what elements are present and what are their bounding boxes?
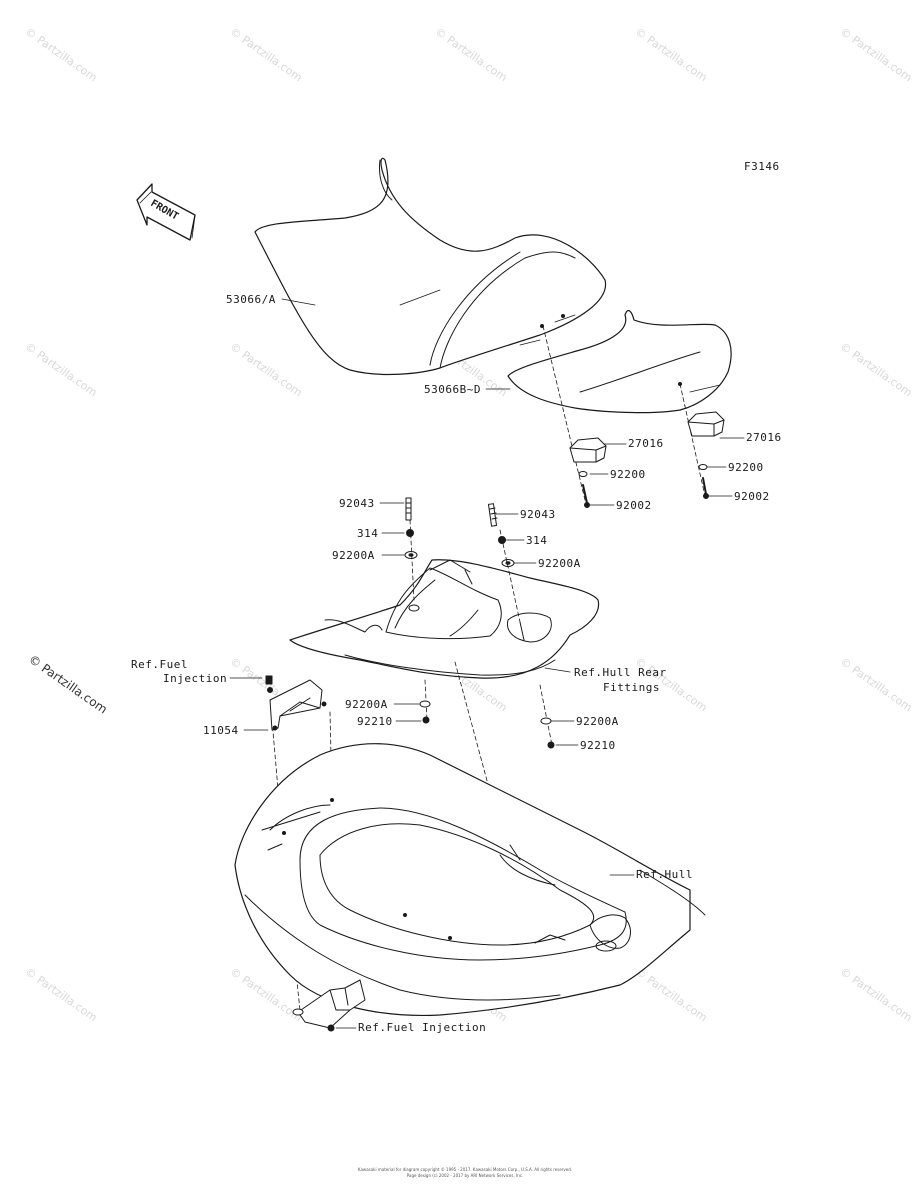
nut-314-left: [406, 529, 414, 537]
hull: [234, 743, 706, 1017]
label-92002-right: 92002: [734, 490, 770, 503]
bolt-ref-fuel: [265, 675, 273, 693]
label-92200a-left: 92200A: [332, 549, 375, 562]
washer-92200a-left: [404, 551, 418, 559]
label-92200a-right: 92200A: [538, 557, 581, 570]
seat-assembly-lines: [542, 325, 706, 501]
label-11054: 11054: [203, 724, 239, 737]
label-ref-fuel-upper-1: Ref.Fuel: [131, 658, 188, 671]
label-92210-lower-mid: 92210: [357, 715, 393, 728]
stud-92043-right: [487, 503, 498, 527]
nut-92210-lower-right: [547, 741, 555, 749]
label-27016-right: 27016: [746, 431, 782, 444]
label-92043-right: 92043: [520, 508, 556, 521]
lower-fuel-bracket: [292, 979, 366, 1032]
copyright-line-1: Kawasaki material for diagram copyright …: [357, 1167, 573, 1172]
nut-92210-lower-mid: [422, 716, 430, 724]
bolt-92002-center: [582, 484, 590, 508]
label-314-right: 314: [526, 534, 548, 547]
label-314-left: 314: [357, 527, 379, 540]
label-53066-a: 53066/A: [226, 293, 276, 306]
label-ref-fuel-upper-2: Injection: [163, 672, 228, 685]
stopper-right: [687, 411, 725, 437]
label-92200a-lower-right: 92200A: [576, 715, 619, 728]
label-27016-center: 27016: [628, 437, 664, 450]
stud-92043-left: [405, 497, 412, 521]
label-92210-lower-right: 92210: [580, 739, 616, 752]
washer-92200-center: [578, 471, 588, 477]
stopper-center: [569, 437, 607, 463]
washer-92200-right: [698, 464, 708, 470]
copyright-footer: Kawasaki material for diagram copyright …: [330, 1167, 600, 1179]
label-53066b-d: 53066B~D: [424, 383, 481, 396]
label-ref-fuel-lower: Ref.Fuel Injection: [358, 1021, 487, 1034]
washer-92200a-lower-right: [540, 717, 552, 725]
leader-lines: [229, 298, 745, 1029]
washer-92200a-lower-mid: [419, 700, 431, 708]
label-92200a-lower-mid: 92200A: [345, 698, 388, 711]
diagram-code: F3146: [744, 160, 780, 173]
label-ref-hull: Ref.Hull: [636, 868, 693, 881]
label-92200-center: 92200: [610, 468, 646, 481]
bolt-92002-right: [702, 477, 709, 499]
copyright-line-2: Page design (c) 2002 - 2017 by ARI Netwo…: [406, 1173, 524, 1178]
label-ref-hull-rear-1: Ref.Hull Rear: [574, 666, 667, 679]
label-92002-center: 92002: [616, 499, 652, 512]
label-92043-left: 92043: [339, 497, 375, 510]
front-arrow-icon: FRONT: [136, 183, 196, 241]
rear-seat: [507, 309, 732, 414]
front-seat: [254, 157, 607, 376]
bracket-11054: [269, 679, 327, 731]
seat-base-rear-fittings: [289, 559, 600, 679]
label-92200-right: 92200: [728, 461, 764, 474]
label-ref-hull-rear-2: Fittings: [603, 681, 660, 694]
